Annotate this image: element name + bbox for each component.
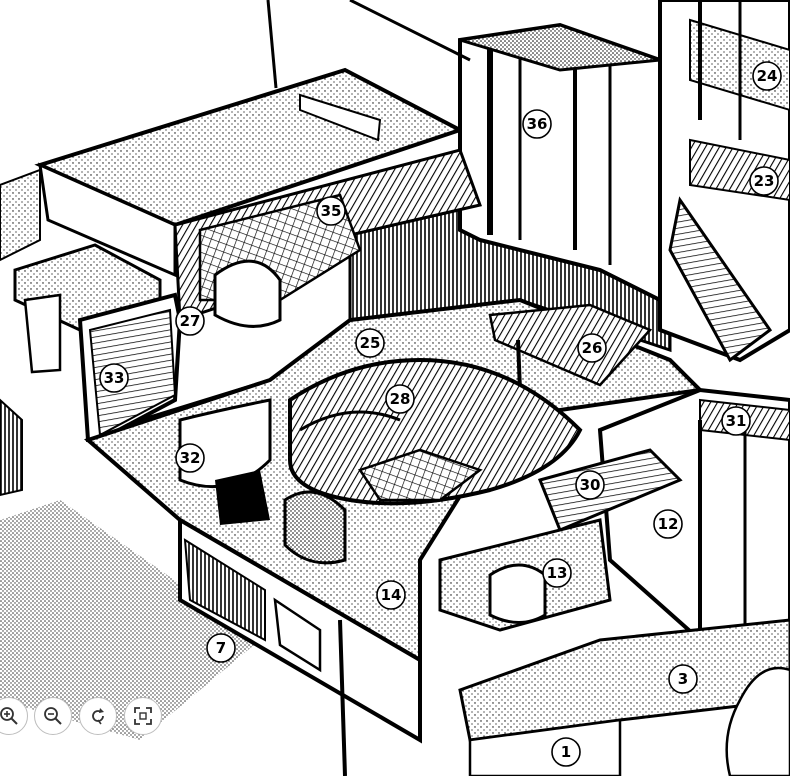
right-lower-rooms (438, 387, 790, 776)
rotate-button[interactable] (79, 697, 117, 735)
callout-27: 27 (175, 306, 205, 336)
callout-13: 13 (542, 558, 572, 588)
callout-36-label: 36 (527, 115, 548, 133)
callout-31: 31 (721, 406, 751, 436)
callout-32-label: 32 (180, 449, 201, 467)
callout-25-label: 25 (360, 334, 381, 352)
rotate-icon (92, 708, 104, 725)
callout-33-label: 33 (104, 369, 125, 387)
callout-30: 30 (575, 470, 605, 500)
zoom-out-icon (44, 707, 62, 725)
callout-26-label: 26 (582, 339, 603, 357)
upper-gallery (173, 148, 482, 328)
callout-35-label: 35 (321, 202, 342, 220)
fit-screen-button[interactable] (124, 697, 162, 735)
lower-front (178, 398, 422, 776)
callout-3-label: 3 (678, 670, 688, 688)
callout-14: 14 (376, 580, 406, 610)
callout-36: 36 (522, 109, 552, 139)
callout-7: 7 (206, 633, 236, 663)
callout-12-label: 12 (658, 515, 679, 533)
callout-1-label: 1 (561, 743, 571, 761)
callout-33: 33 (99, 363, 129, 393)
callout-35: 35 (316, 196, 346, 226)
callout-25: 25 (355, 328, 385, 358)
zoom-out-button[interactable] (34, 697, 72, 735)
callout-28-label: 28 (390, 390, 411, 408)
callout-7-label: 7 (216, 639, 226, 657)
callout-13-label: 13 (547, 564, 568, 582)
callout-26: 26 (577, 333, 607, 363)
sunken-lounge (288, 357, 583, 506)
ground-surface (0, 168, 330, 776)
callout-28: 28 (385, 384, 415, 414)
callout-31-label: 31 (726, 412, 747, 430)
callout-3: 3 (668, 664, 698, 694)
callout-12: 12 (653, 509, 683, 539)
fit-screen-icon (134, 707, 152, 725)
callout-32: 32 (175, 443, 205, 473)
callout-23-label: 23 (754, 172, 775, 190)
callout-14-label: 14 (381, 586, 402, 604)
callout-1: 1 (551, 737, 581, 767)
callout-24: 24 (752, 61, 782, 91)
callout-27-label: 27 (180, 312, 201, 330)
zoom-in-icon (0, 707, 18, 725)
callout-23: 23 (749, 166, 779, 196)
callout-24-label: 24 (757, 67, 778, 85)
callout-30-label: 30 (580, 476, 601, 494)
right-upper-structure (658, 0, 790, 363)
central-tower (349, 0, 662, 304)
